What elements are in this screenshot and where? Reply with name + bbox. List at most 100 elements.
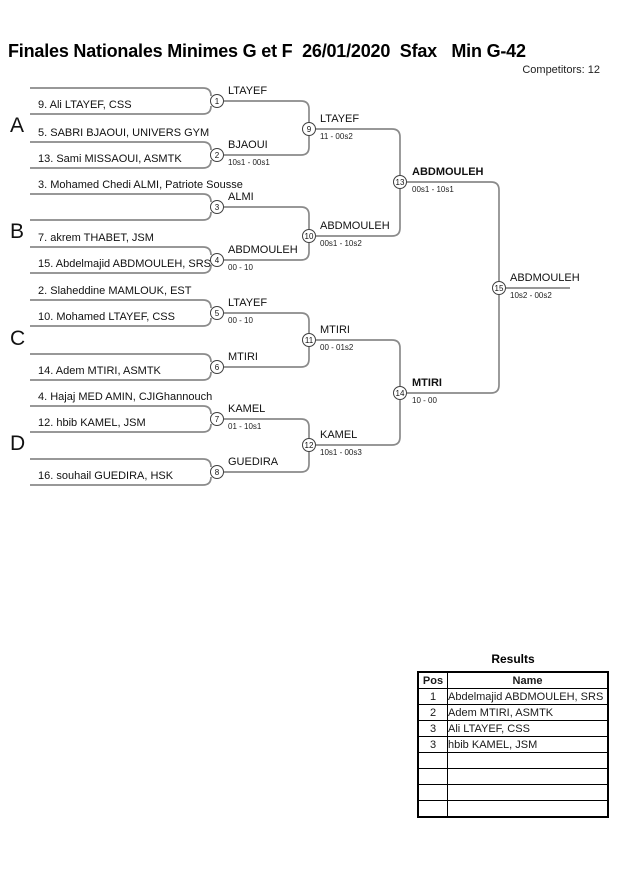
- match-number: 12: [304, 440, 314, 450]
- match-number-badge: 12: [302, 438, 316, 452]
- bracket-connector-lines: [224, 100, 570, 473]
- table-row: 2 Adem MTIRI, ASMTK: [417, 704, 609, 721]
- match-number: 13: [395, 177, 405, 187]
- match-winner-label: KAMEL: [320, 429, 358, 441]
- bracket-lines: [30, 87, 570, 486]
- page-title: Finales Nationales Minimes G et F 26/01/…: [8, 41, 526, 61]
- table-row: 1 Abdelmajid ABDMOULEH, SRS: [417, 688, 609, 705]
- results-name-cell: [447, 800, 609, 818]
- match-number: 7: [214, 414, 220, 424]
- match-number: 3: [214, 202, 220, 212]
- results-pos-cell: 2: [417, 704, 448, 721]
- match-number-badge: 10: [302, 229, 316, 243]
- match-number-badge: 5: [210, 306, 224, 320]
- match-number-badge: 8: [210, 465, 224, 479]
- match-number: 15: [494, 283, 504, 293]
- competitor-name: 3. Mohamed Chedi ALMI, Patriote Sousse: [38, 179, 243, 191]
- competitor-name: 5. SABRI BJAOUI, UNIVERS GYM: [38, 127, 210, 139]
- match-number: 1: [214, 96, 220, 106]
- competitors-count: Competitors: 12: [522, 64, 600, 76]
- competitor-name: 16. souhail GUEDIRA, HSK: [38, 470, 174, 482]
- results-pos-cell: 3: [417, 736, 448, 753]
- match-number-badge: 11: [302, 333, 316, 347]
- match-number-badge: 1: [210, 94, 224, 108]
- match-winner-label: MTIRI: [228, 351, 258, 363]
- match-number-badge: 15: [492, 281, 506, 295]
- results-pos-cell: [417, 784, 448, 801]
- group-label-c: C: [10, 327, 26, 350]
- table-row: [417, 752, 609, 769]
- match-number: 6: [214, 362, 220, 372]
- match-number-badge: 2: [210, 148, 224, 162]
- match-number-badge: 3: [210, 200, 224, 214]
- match-number-badge: 14: [393, 386, 407, 400]
- table-row: [417, 800, 609, 818]
- competitor-name: 15. Abdelmajid ABDMOULEH, SRS: [38, 258, 212, 270]
- match-winner-label: MTIRI: [412, 377, 442, 389]
- match-score: 00s1 - 10s1: [412, 185, 454, 194]
- match-number: 10: [304, 231, 314, 241]
- results-pos-cell: 1: [417, 688, 448, 705]
- results-name-cell: hbib KAMEL, JSM: [447, 736, 609, 753]
- match-winner-label: KAMEL: [228, 403, 266, 415]
- match-number: 11: [304, 335, 314, 345]
- results-name-cell: Adem MTIRI, ASMTK: [447, 704, 609, 721]
- results-title: Results: [491, 652, 535, 666]
- results-name-cell: [447, 768, 609, 785]
- match-winner-label: ABDMOULEH: [228, 244, 298, 256]
- match-number: 2: [214, 150, 220, 160]
- match-number-badge: 9: [302, 122, 316, 136]
- results-name-cell: [447, 784, 609, 801]
- results-name-cell: [447, 752, 609, 769]
- competitor-name: 4. Hajaj MED AMIN, CJIGhannouch: [38, 391, 213, 403]
- match-score: 11 - 00s2: [320, 132, 353, 141]
- results-name-cell: Ali LTAYEF, CSS: [447, 720, 609, 737]
- table-row: [417, 768, 609, 785]
- match-winner-label: GUEDIRA: [228, 456, 279, 468]
- competitor-name: 10. Mohamed LTAYEF, CSS: [38, 311, 175, 323]
- table-row: 3 Ali LTAYEF, CSS: [417, 720, 609, 737]
- match-score: 00 - 01s2: [320, 343, 354, 352]
- match-score: 10s1 - 00s3: [320, 448, 362, 457]
- match-winner-label: ABDMOULEH: [412, 166, 484, 178]
- match-winner-label: ALMI: [228, 191, 254, 203]
- group-label-d: D: [10, 432, 26, 455]
- results-pos-cell: [417, 752, 448, 769]
- match-number: 4: [214, 255, 220, 265]
- match-score: 10s2 - 00s2: [510, 291, 552, 300]
- results-pos-cell: [417, 768, 448, 785]
- match-score: 10s1 - 00s1: [228, 158, 270, 167]
- competitor-name: 14. Adem MTIRI, ASMTK: [38, 365, 161, 377]
- results-panel: Results Pos Name 1 Abdelmajid ABDMOULEH,…: [417, 652, 609, 818]
- match-number: 14: [395, 388, 405, 398]
- competitor-name: 12. hbib KAMEL, JSM: [38, 417, 146, 429]
- match-score: 00s1 - 10s2: [320, 239, 362, 248]
- table-row: [417, 784, 609, 801]
- match-winner-label: LTAYEF: [228, 85, 268, 97]
- match-winner-label: MTIRI: [320, 324, 350, 336]
- match-number-badge: 4: [210, 253, 224, 267]
- match-number-badge: 13: [393, 175, 407, 189]
- group-label-a: A: [10, 114, 25, 137]
- match-score: 00 - 10: [228, 263, 253, 272]
- match-score: 00 - 10: [228, 316, 253, 325]
- table-row: 3 hbib KAMEL, JSM: [417, 736, 609, 753]
- results-header-pos: Pos: [417, 671, 448, 689]
- results-name-cell: Abdelmajid ABDMOULEH, SRS: [447, 688, 609, 705]
- group-label-b: B: [10, 220, 25, 243]
- bracket-entry-lines: [30, 87, 212, 486]
- results-header-name: Name: [447, 671, 609, 689]
- results-pos-cell: 3: [417, 720, 448, 737]
- results-header-row: Pos Name: [417, 671, 609, 689]
- results-pos-cell: [417, 800, 448, 818]
- match-winner-label: LTAYEF: [320, 113, 360, 125]
- match-score: 01 - 10s1: [228, 422, 262, 431]
- match-score: 10 - 00: [412, 396, 437, 405]
- match-number-badge: 6: [210, 360, 224, 374]
- results-table: Pos Name 1 Abdelmajid ABDMOULEH, SRS 2 A…: [417, 671, 609, 818]
- match-winner-label: ABDMOULEH: [320, 220, 390, 232]
- match-winner-label: BJAOUI: [228, 139, 268, 151]
- match-number-badge: 7: [210, 412, 224, 426]
- match-number: 9: [306, 124, 312, 134]
